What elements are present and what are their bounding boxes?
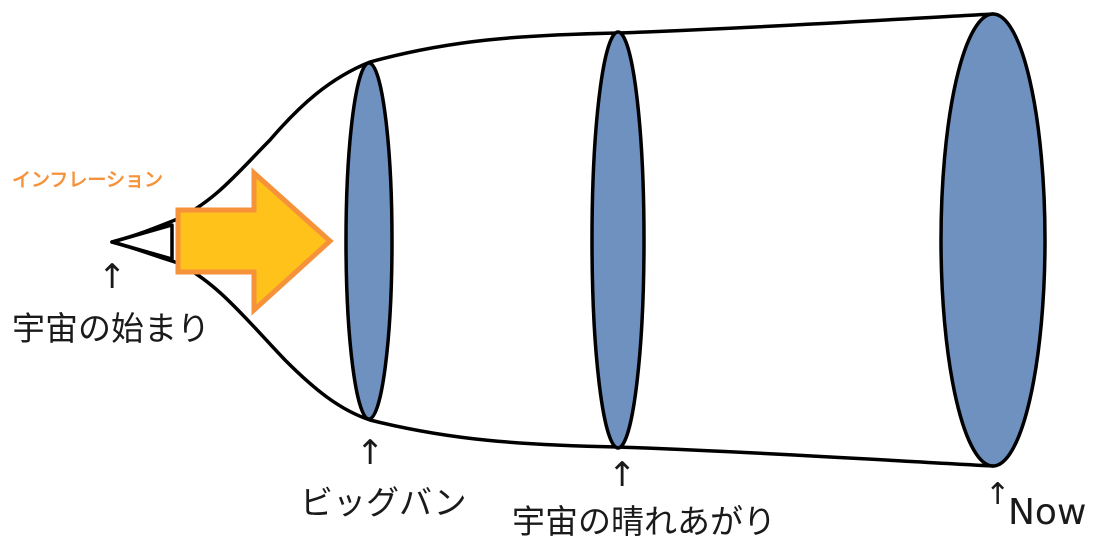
start-of-universe-label: 宇宙の始まり: [12, 309, 210, 348]
now-cross-section: [939, 12, 1047, 468]
clearing-pointer-arrow: ↑: [608, 455, 637, 495]
start-pointer-arrow: ↑: [98, 257, 127, 297]
big-bang-cross-section: [344, 61, 394, 421]
now-label: Now: [1008, 492, 1087, 533]
clearing-of-universe-label: 宇宙の晴れあがり: [512, 502, 776, 541]
universe-outline-bottom: [110, 240, 995, 468]
early-universe-cone: [110, 223, 174, 261]
now-pointer-arrow: ↑: [985, 477, 1011, 512]
clearing-cross-section: [590, 30, 646, 450]
big-bang-pointer-arrow: ↑: [356, 433, 385, 473]
inflation-label: インフレーション: [12, 169, 164, 191]
inflation-arrow: [175, 167, 334, 316]
big-bang-label: ビッグバン: [300, 483, 467, 522]
